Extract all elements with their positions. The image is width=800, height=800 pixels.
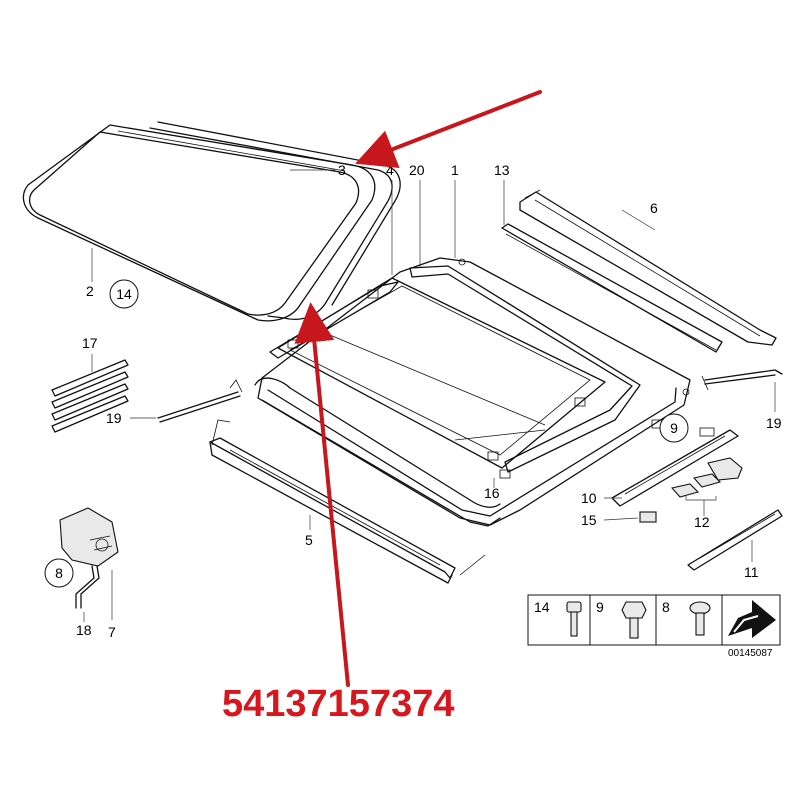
bolt-9-icon (621, 601, 647, 639)
callout-7: 7 (108, 624, 116, 640)
legend-label-8: 8 (662, 599, 670, 615)
drive-cable-19-left (157, 379, 243, 423)
drive-cable-19-right (701, 369, 783, 391)
bolt-8-icon (689, 601, 711, 636)
part-number: 54137157374 (222, 683, 454, 725)
callout-3: 3 (338, 162, 346, 178)
callout-12: 12 (694, 514, 710, 530)
highlight-arrows (294, 90, 542, 687)
bracket-18 (75, 565, 100, 609)
circled-callout-8: 8 (44, 558, 74, 588)
callout-1: 1 (451, 162, 459, 178)
callout-11: 11 (744, 564, 759, 580)
callout-19-left: 19 (106, 410, 122, 426)
guide-mechanism-10 (611, 427, 739, 507)
legend-label-9: 9 (596, 599, 604, 615)
bolt-14-icon (566, 601, 582, 637)
circled-callout-9: 9 (659, 413, 689, 443)
callout-16: 16 (484, 485, 500, 501)
fastener-legend: 14 9 8 (527, 594, 781, 646)
callout-10: 10 (581, 490, 597, 506)
trim-strip-6 (519, 189, 777, 346)
callout-19-right: 19 (766, 415, 782, 431)
svg-text:14: 14 (116, 286, 132, 302)
circled-callout-14: 14 (109, 279, 139, 309)
direction-arrow-icon (728, 600, 776, 638)
glass-panel-2 (22, 124, 376, 322)
legend-label-14: 14 (534, 599, 550, 615)
callout-6: 6 (650, 200, 658, 216)
mount-12 (670, 457, 743, 498)
seal-strip-13 (501, 223, 723, 353)
slats-17 (51, 359, 129, 433)
callout-4: 4 (386, 162, 394, 178)
svg-text:8: 8 (55, 565, 63, 581)
callout-15: 15 (581, 512, 597, 528)
callout-20: 20 (409, 162, 425, 178)
leader-lines (83, 169, 776, 622)
callout-13: 13 (494, 162, 510, 178)
wind-deflector-5 (209, 419, 486, 584)
callout-17: 17 (82, 335, 98, 351)
clip-15 (639, 511, 657, 523)
callout-2: 2 (86, 283, 94, 299)
diagram-id: 00145087 (728, 648, 773, 659)
glass-seal-3 (149, 121, 401, 320)
motor-7 (59, 507, 119, 567)
callout-5: 5 (305, 532, 313, 548)
svg-text:9: 9 (670, 420, 678, 436)
guide-rail-11 (687, 509, 783, 571)
callout-labels: 3 4 20 1 13 6 2 17 19 19 5 16 10 15 12 1… (76, 162, 782, 640)
callout-18: 18 (76, 622, 92, 638)
